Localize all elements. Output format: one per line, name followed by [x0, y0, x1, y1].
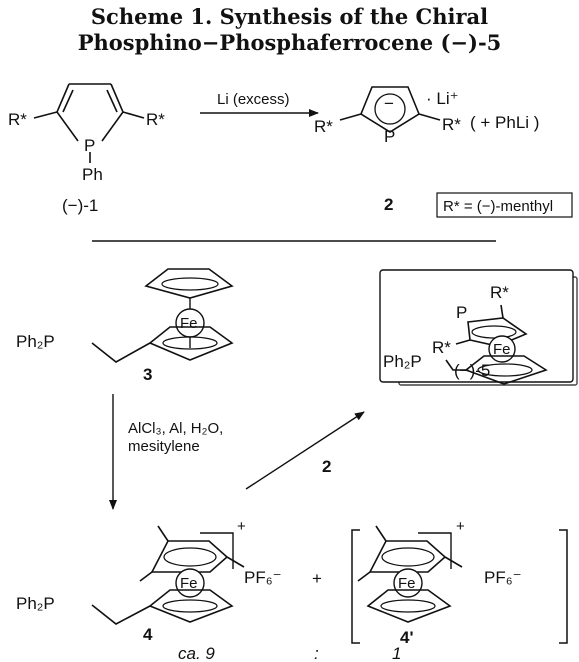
ratio-left: ca. 9 — [178, 644, 215, 662]
substituent-bond — [418, 113, 441, 121]
cp-ring — [464, 355, 548, 385]
phosphole-double-bond — [106, 89, 118, 113]
compound3-label: 3 — [143, 365, 152, 384]
scheme-title-line2: Phosphino−Phosphaferrocene (−)-5 — [77, 30, 502, 55]
r-definition-box: R* = (−)-menthyl — [436, 192, 573, 218]
compound2-charge: − — [384, 94, 394, 113]
scheme-title-line1: Scheme 1. Synthesis of the Chiral — [90, 4, 489, 29]
ratio-right: 1 — [392, 644, 401, 662]
ch2-linker — [91, 342, 151, 363]
plus-sign: + — [312, 569, 322, 588]
compound4-counterion: PF₆⁻ — [244, 568, 282, 587]
product-box — [379, 269, 574, 383]
phosphole-double-bond — [62, 89, 74, 113]
compound-3: Fe Ph₂P 3 — [16, 268, 234, 384]
arene-aromatic-circle — [163, 547, 217, 567]
compound5-r-top: R* — [490, 283, 509, 302]
compound5-r-left: R* — [432, 338, 451, 357]
compound4-label: 4 — [143, 625, 153, 644]
compound4p-label: 4' — [400, 628, 414, 647]
methyl-bond — [375, 525, 387, 542]
cp-aromatic-circle — [162, 599, 218, 613]
compound2-r-right: R* — [442, 115, 461, 134]
step3: 2 — [245, 411, 365, 490]
left-square-bracket — [351, 529, 360, 644]
cp-aromatic-circle — [161, 277, 219, 291]
compound3-phosphine: Ph₂P — [16, 332, 55, 351]
substituent-bond — [33, 111, 58, 119]
step1-reagent: Li (excess) — [217, 91, 290, 108]
step3-arrow — [245, 411, 365, 490]
ch2-linker — [445, 359, 466, 371]
arene-aromatic-circle — [381, 547, 435, 567]
compound4p-charge: + — [456, 518, 465, 535]
compound2-counterion: · Li⁺ — [426, 89, 459, 108]
methyl-bond — [157, 525, 169, 542]
cp-ring-top — [144, 268, 234, 299]
compound-2: − P R* R* · Li⁺ 2 — [314, 86, 461, 214]
cation-bracket — [418, 532, 452, 569]
arene-ring — [150, 540, 229, 573]
aromatic-circle — [374, 93, 406, 125]
compound1-label: (−)-1 — [62, 196, 98, 215]
compound1-r-right: R* — [146, 110, 165, 129]
methyl-bond — [139, 571, 153, 582]
cp-ring — [366, 589, 452, 623]
substituent-bond — [455, 339, 471, 345]
compound-5: R* P R* Fe Ph₂P (−)-5 — [379, 269, 578, 386]
cp-aromatic-circle — [380, 599, 436, 613]
methyl-bond — [357, 571, 371, 582]
cp-ring — [148, 589, 234, 623]
right-square-bracket — [559, 529, 568, 644]
methyl-bond — [444, 556, 463, 568]
substituent-bond — [500, 304, 504, 319]
cp-ring-bottom — [148, 326, 234, 361]
substituent-bond — [339, 113, 362, 121]
step1: Li (excess) — [200, 91, 319, 117]
compound-1: R* R* P Ph (−)-1 — [8, 83, 165, 215]
ch2-linker — [91, 604, 151, 625]
r-definition: R* = (−)-menthyl — [443, 198, 553, 215]
product-ratio: ca. 9 : 1 — [178, 644, 401, 662]
compound5-phosphine: Ph₂P — [383, 352, 422, 371]
methyl-bond — [226, 556, 245, 568]
compound-4: + Fe Ph₂P PF₆⁻ 4 — [16, 518, 282, 644]
compound4-phosphine: Ph₂P — [16, 594, 55, 613]
compound3-metal: Fe — [180, 315, 198, 332]
step2-line1: AlCl₃, Al, H₂O, — [128, 420, 223, 437]
definition-frame — [436, 192, 573, 218]
phospholide-ring — [360, 86, 420, 133]
compound1-phosphorus: P — [84, 136, 95, 155]
cp-aromatic-circle — [477, 363, 533, 377]
compound1-phenyl: Ph — [82, 165, 103, 184]
compound5-metal: Fe — [493, 341, 511, 358]
ratio-colon: : — [314, 644, 319, 662]
compound2-phosphorus: P — [384, 127, 395, 146]
compound1-r-left: R* — [8, 110, 27, 129]
compound4p-counterion: PF₆⁻ — [484, 568, 522, 587]
compound5-label: (−)-5 — [454, 361, 490, 380]
compound4-charge: + — [237, 518, 246, 535]
step2: AlCl₃, Al, H₂O, mesitylene — [109, 394, 223, 510]
compound2-label: 2 — [384, 195, 393, 214]
phosphole-bond — [56, 83, 79, 142]
step2-line2: mesitylene — [128, 438, 200, 455]
compound-4-prime: + Fe PF₆⁻ 4' — [351, 518, 568, 647]
phosphole-bond — [101, 83, 124, 142]
step1-byproduct: ( + PhLi ) — [470, 113, 539, 132]
substituent-bond — [122, 111, 145, 119]
compound5-phosphorus: P — [456, 303, 467, 322]
compound4-metal: Fe — [180, 575, 198, 592]
compound4p-metal: Fe — [398, 575, 416, 592]
cp-aromatic-circle — [162, 336, 218, 350]
step3-reagent: 2 — [322, 457, 331, 476]
cation-bracket — [200, 532, 234, 569]
compound2-r-left: R* — [314, 117, 333, 136]
arene-ring — [368, 540, 447, 573]
